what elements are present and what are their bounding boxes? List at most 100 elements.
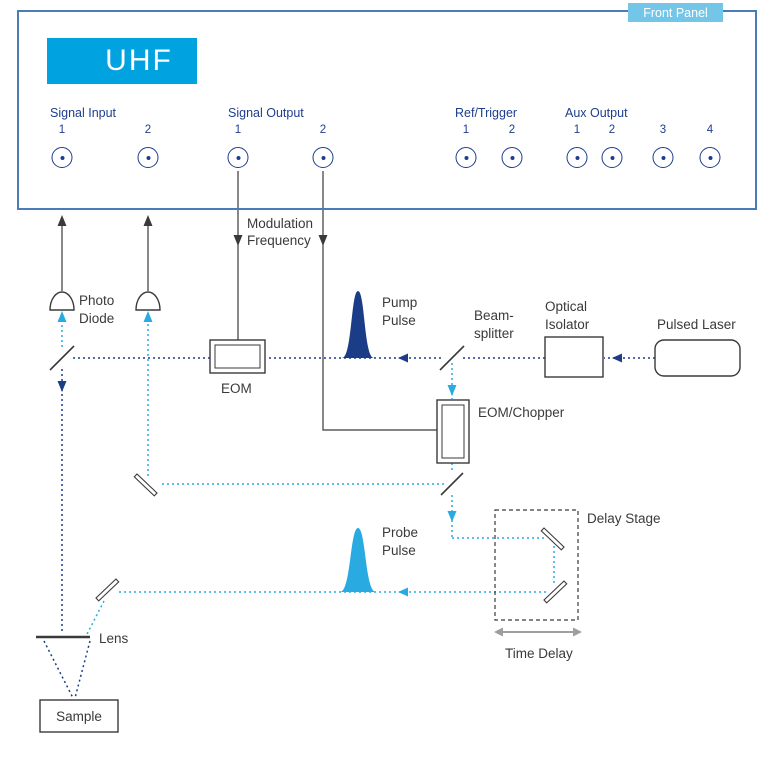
bnc-connector-icon (227, 147, 249, 168)
arrow-down-icon (233, 235, 243, 246)
eom-box-inner (214, 344, 261, 369)
arrow-down-icon (318, 235, 328, 246)
port-number: 4 (706, 124, 714, 136)
pulsed-laser-label: Pulsed Laser (657, 317, 736, 332)
bnc-connector-icon (51, 147, 73, 168)
bnc-connector-icon (501, 147, 523, 168)
port-number: 2 (144, 124, 152, 136)
port-number: 2 (608, 124, 616, 136)
arrow-down-icon (57, 381, 67, 392)
port-aux-output-4: 4 (699, 124, 721, 168)
bnc-connector-icon (312, 147, 334, 168)
bnc-pin-icon (464, 155, 468, 160)
reference-mirror-icon (133, 473, 158, 497)
bnc-connector-icon (652, 147, 674, 168)
arrow-up-icon (143, 311, 153, 322)
bnc-pin-icon (708, 155, 712, 160)
beamsplitter-label-2: splitter (474, 326, 514, 341)
component-boxes (39, 336, 741, 733)
port-number: 2 (508, 124, 516, 136)
mirror-shapes (95, 473, 568, 604)
probe-beamsplitter-icon (440, 472, 464, 496)
probe-pulse-label-1: Probe (382, 525, 418, 540)
port-number: 1 (58, 124, 66, 136)
bnc-pin-icon (146, 155, 150, 160)
pump-mirror-icon (49, 345, 75, 371)
flat-optics (36, 345, 465, 639)
sample-box (39, 699, 119, 733)
eom-label: EOM (221, 381, 252, 396)
arrow-up-icon (143, 215, 153, 226)
bnc-pin-icon (321, 155, 325, 160)
arrow-up-icon (57, 311, 67, 322)
pulsed-laser-box (654, 339, 741, 377)
front-panel-tab: Front Panel (628, 3, 723, 22)
pump-beam-path (43, 357, 655, 699)
arrow-left-icon (398, 353, 408, 363)
bnc-pin-icon (610, 155, 614, 160)
signal-cables (61, 171, 437, 431)
port-aux-output-2: 2 (601, 124, 623, 168)
bnc-connector-icon (699, 147, 721, 168)
pump-beam-arrow-icons (57, 353, 622, 392)
modulation-frequency-label-1: Modulation (247, 216, 313, 231)
bnc-pin-icon (575, 155, 579, 160)
beamsplitter-label-1: Beam- (474, 308, 514, 323)
port-ref-trigger-2: 2 (501, 124, 523, 168)
front-panel (17, 10, 757, 210)
beamsplitter-icon (439, 345, 465, 371)
port-aux-output-3: 3 (652, 124, 674, 168)
bnc-pin-icon (60, 155, 64, 160)
signal-output-label: Signal Output (228, 106, 304, 120)
cable-arrow-icons (57, 215, 328, 246)
port-number: 1 (462, 124, 470, 136)
port-signal-output-2: 2 (312, 124, 334, 168)
photo-diode-1-icon (49, 291, 75, 311)
pump-pulse-shape (342, 291, 374, 358)
uhf-logo: UHF (47, 38, 197, 84)
time-delay-label: Time Delay (505, 646, 573, 661)
probe-pulse-shape (340, 528, 376, 592)
cable-signal-output-2 (322, 171, 437, 431)
arrow-down-icon (447, 385, 457, 396)
bnc-connector-icon (455, 147, 477, 168)
optical-isolator-box (544, 336, 604, 378)
photo-diode-label-2: Diode (79, 311, 114, 326)
pump-pulse-label-1: Pump (382, 295, 417, 310)
eom-chopper-label: EOM/Chopper (478, 405, 565, 420)
time-delay-arrow-icon (494, 627, 582, 637)
arrow-left-icon (612, 353, 622, 363)
photo-diode-2-icon (135, 291, 161, 311)
eom-chopper-box-inner (441, 404, 465, 459)
probe-fold-mirror-icon (95, 578, 120, 602)
bnc-connector-icon (566, 147, 588, 168)
delay-stage-box (494, 509, 579, 621)
delay-mirror-top-icon (540, 527, 565, 551)
port-number: 1 (573, 124, 581, 136)
bnc-pin-icon (661, 155, 665, 160)
modulation-frequency-label-2: Frequency (247, 233, 311, 248)
port-number: 1 (234, 124, 242, 136)
pump-pulse-label-2: Pulse (382, 313, 416, 328)
probe-beam-arrow-icons (57, 311, 457, 597)
bnc-pin-icon (510, 155, 514, 160)
optical-isolator-label-1: Optical (545, 299, 587, 314)
signal-input-label: Signal Input (50, 106, 117, 120)
port-signal-input-2: 2 (137, 124, 159, 168)
port-number: 2 (319, 124, 327, 136)
probe-pulse-label-2: Pulse (382, 543, 416, 558)
arrow-left-icon (398, 587, 408, 597)
bnc-connector-icon (601, 147, 623, 168)
ref-trigger-label: Ref/Trigger (455, 106, 518, 120)
port-ref-trigger-1: 1 (455, 124, 477, 168)
bnc-connector-icon (137, 147, 159, 168)
optical-isolator-label-2: Isolator (545, 317, 590, 332)
delay-stage-label: Delay Stage (587, 511, 661, 526)
port-signal-output-1: 1 (227, 124, 249, 168)
port-signal-input-1: 1 (51, 124, 73, 168)
port-number: 3 (659, 124, 667, 136)
arrow-up-icon (57, 215, 67, 226)
arrow-down-icon (447, 511, 457, 522)
